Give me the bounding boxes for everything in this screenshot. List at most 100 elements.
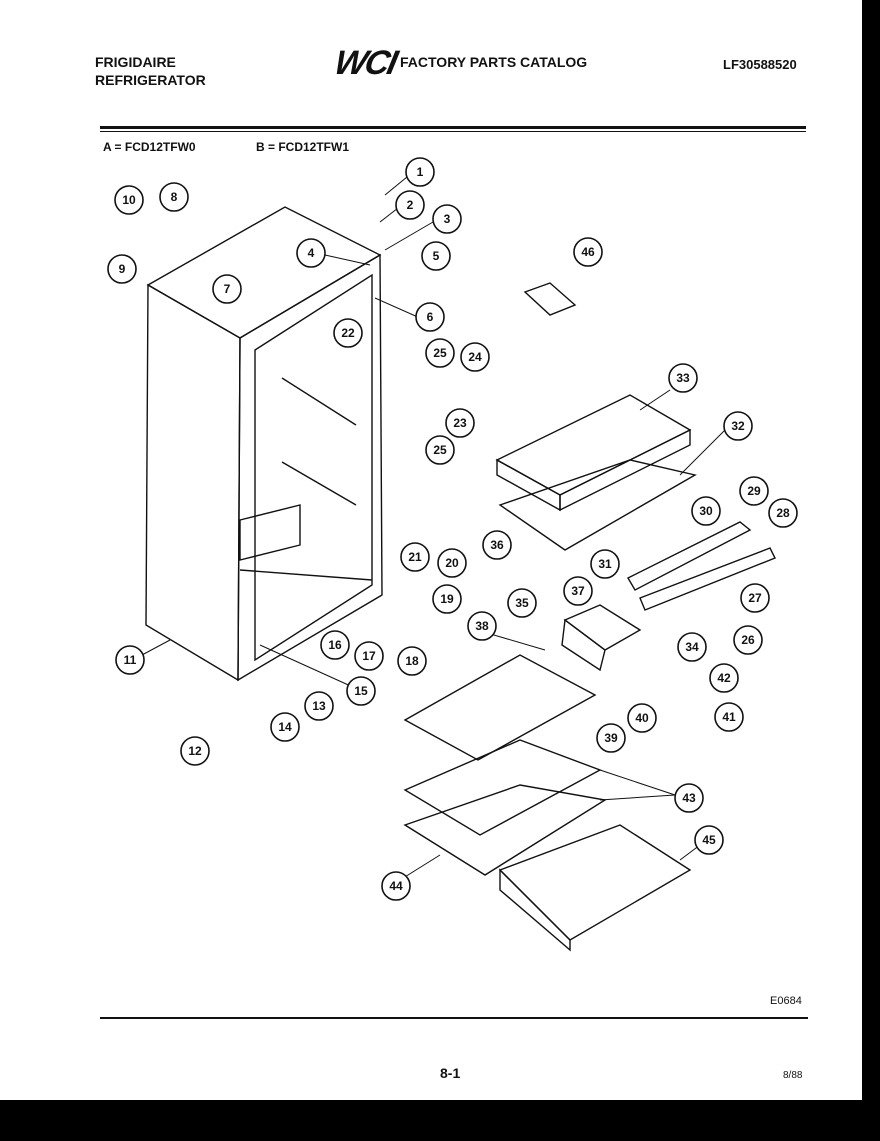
svg-text:14: 14: [278, 720, 292, 734]
callout-34: 34: [677, 632, 707, 662]
callout-45: 45: [694, 825, 724, 855]
callout-43: 43: [674, 783, 704, 813]
callout-22: 22: [333, 318, 363, 348]
callout-15: 15: [346, 676, 376, 706]
svg-text:6: 6: [427, 310, 434, 324]
svg-text:3: 3: [444, 212, 451, 226]
callout-37: 37: [563, 576, 593, 606]
svg-text:25: 25: [433, 346, 447, 360]
callout-30: 30: [691, 496, 721, 526]
svg-text:33: 33: [676, 371, 690, 385]
callout-27: 27: [740, 583, 770, 613]
catalog-sheet: FRIGIDAIRE REFRIGERATOR WCI FACTORY PART…: [0, 0, 862, 1100]
callout-10: 10: [114, 185, 144, 215]
callout-6: 6: [415, 302, 445, 332]
callout-32: 32: [723, 411, 753, 441]
svg-text:27: 27: [748, 591, 762, 605]
exploded-parts-diagram: 1 2 3 4 5 6 7 8 9 10 11 12 13 14 15 16 1…: [107, 157, 798, 952]
callout-19: 19: [432, 584, 462, 614]
callout-12: 12: [180, 736, 210, 766]
svg-text:7: 7: [224, 282, 231, 296]
svg-text:4: 4: [308, 246, 315, 260]
callout-29: 29: [739, 476, 769, 506]
svg-text:29: 29: [747, 484, 761, 498]
cabinet-drawing: [145, 206, 383, 682]
callout-39: 39: [596, 723, 626, 753]
callout-46: 46: [573, 237, 603, 267]
brand-name: FRIGIDAIRE: [95, 54, 176, 70]
svg-text:28: 28: [776, 506, 790, 520]
svg-text:36: 36: [490, 538, 504, 552]
svg-text:8: 8: [171, 190, 178, 204]
svg-text:38: 38: [475, 619, 489, 633]
svg-text:26: 26: [741, 633, 755, 647]
freezer-door-drawing: [495, 394, 697, 551]
catalog-title: FACTORY PARTS CATALOG: [400, 54, 588, 70]
footer-rule: [100, 1017, 808, 1019]
callout-20: 20: [437, 548, 467, 578]
svg-text:46: 46: [581, 245, 595, 259]
callout-42: 42: [709, 663, 739, 693]
callout-33: 33: [668, 363, 698, 393]
callout-38: 38: [467, 611, 497, 641]
svg-text:10: 10: [122, 193, 136, 207]
svg-text:21: 21: [408, 550, 422, 564]
svg-text:39: 39: [604, 731, 618, 745]
callout-9: 9: [107, 254, 137, 284]
callout-16: 16: [320, 630, 350, 660]
callout-25-bottom: 25: [425, 435, 455, 465]
callout-4: 4: [296, 238, 326, 268]
callout-31: 31: [590, 549, 620, 579]
callout-24: 24: [460, 342, 490, 372]
header-rule: [100, 126, 806, 129]
callout-35: 35: [507, 588, 537, 618]
callout-40: 40: [627, 703, 657, 733]
svg-text:2: 2: [407, 198, 414, 212]
svg-text:20: 20: [445, 556, 459, 570]
svg-text:31: 31: [598, 557, 612, 571]
callout-44: 44: [381, 871, 411, 901]
product-type: REFRIGERATOR: [95, 72, 206, 88]
svg-text:19: 19: [440, 592, 454, 606]
svg-text:18: 18: [405, 654, 419, 668]
svg-text:35: 35: [515, 596, 529, 610]
svg-text:22: 22: [341, 326, 355, 340]
shelves-drawing: [403, 654, 692, 952]
svg-text:40: 40: [635, 711, 649, 725]
callout-8: 8: [159, 182, 189, 212]
model-a: A = FCD12TFW0: [103, 140, 196, 154]
svg-text:23: 23: [453, 416, 467, 430]
ice-tray-drawing: [523, 282, 577, 316]
svg-text:34: 34: [685, 640, 699, 654]
svg-text:37: 37: [571, 584, 585, 598]
svg-text:42: 42: [717, 671, 731, 685]
svg-text:15: 15: [354, 684, 368, 698]
callout-21: 21: [400, 542, 430, 572]
control-box-drawing: [561, 604, 642, 672]
callout-18: 18: [397, 646, 427, 676]
catalog-part-number: LF30588520: [723, 57, 797, 72]
svg-text:11: 11: [124, 653, 137, 667]
callout-23: 23: [445, 408, 475, 438]
svg-text:1: 1: [417, 165, 424, 179]
callout-1: 1: [405, 157, 435, 187]
rail-drawing: [627, 521, 776, 611]
svg-text:44: 44: [389, 879, 403, 893]
svg-text:25: 25: [433, 443, 447, 457]
diagram-code: E0684: [770, 995, 802, 1007]
svg-text:9: 9: [119, 262, 126, 276]
model-b: B = FCD12TFW1: [256, 140, 350, 154]
page-number: 8-1: [440, 1065, 461, 1081]
header-rule-thin: [100, 131, 806, 132]
svg-text:32: 32: [731, 419, 745, 433]
svg-text:45: 45: [702, 833, 716, 847]
svg-text:24: 24: [468, 350, 482, 364]
svg-text:13: 13: [312, 699, 326, 713]
callout-5: 5: [421, 241, 451, 271]
callout-41: 41: [714, 702, 744, 732]
svg-text:41: 41: [722, 710, 736, 724]
callout-14: 14: [270, 712, 300, 742]
svg-text:30: 30: [699, 504, 713, 518]
callout-13: 13: [304, 691, 334, 721]
callout-3: 3: [432, 204, 462, 234]
